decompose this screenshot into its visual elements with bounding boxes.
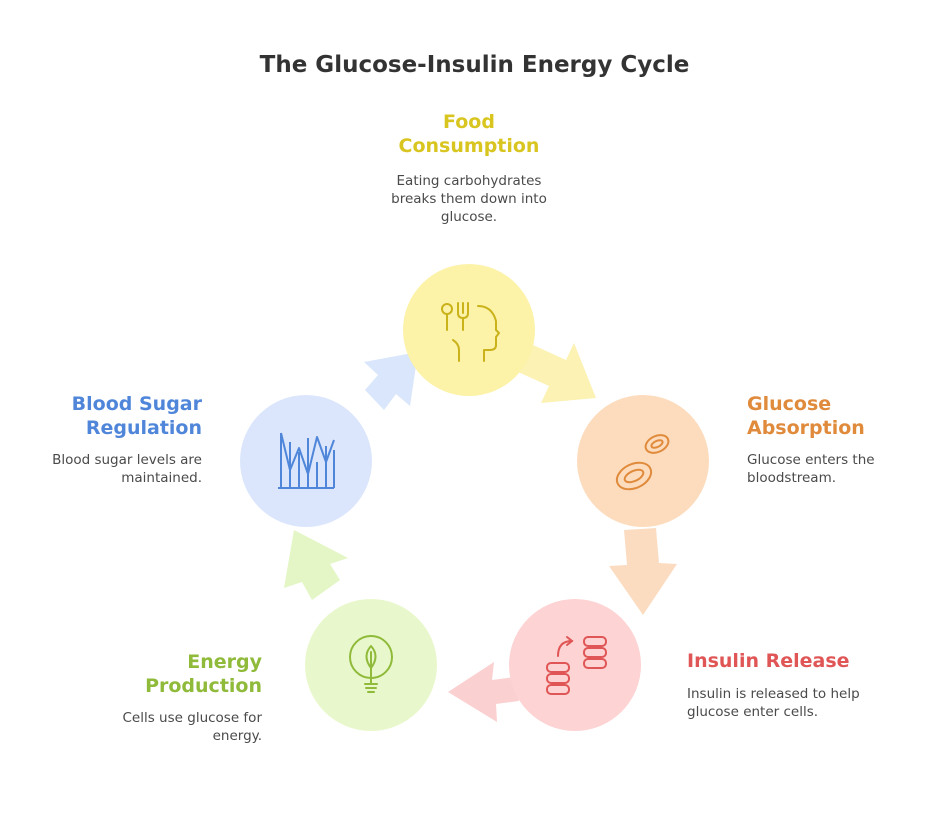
database-transfer-icon (546, 636, 607, 695)
leaf-lightbulb-icon (349, 635, 393, 693)
arrow-regulation-to-food (364, 352, 418, 410)
food-consumption-title: Food Consumption (398, 111, 540, 157)
food-consumption-description: Eating carbohydrates breaks them down in… (391, 173, 547, 225)
blood-sugar-regulation-description: Blood sugar levels are maintained. (52, 452, 202, 486)
blood-sugar-regulation-circle (240, 395, 372, 527)
arrow-energy-to-regulation (284, 530, 348, 600)
glucose-absorption-title: Glucose Absorption (747, 393, 865, 439)
arrow-food-to-absorption (516, 343, 596, 403)
insulin-release-circle (509, 599, 641, 731)
food-consumption-circle (403, 264, 535, 396)
glucose-absorption-description: Glucose enters the bloodstream. (747, 452, 875, 486)
energy-production-title: Energy Production (145, 651, 262, 697)
arrow-absorption-to-insulin (609, 528, 677, 615)
blood-cells-icon (615, 434, 670, 491)
insulin-release-description: Insulin is released to help glucose ente… (687, 686, 860, 720)
insulin-release-title: Insulin Release (687, 650, 850, 672)
glucose-absorption-circle (577, 395, 709, 527)
line-chart-icon (278, 432, 335, 489)
diagram-title: The Glucose-Insulin Energy Cycle (259, 52, 690, 78)
food-utensils-head-icon (441, 302, 500, 362)
arrow-insulin-to-energy (448, 662, 519, 722)
blood-sugar-regulation-title: Blood Sugar Regulation (71, 393, 202, 439)
energy-production-description: Cells use glucose for energy. (122, 710, 263, 744)
